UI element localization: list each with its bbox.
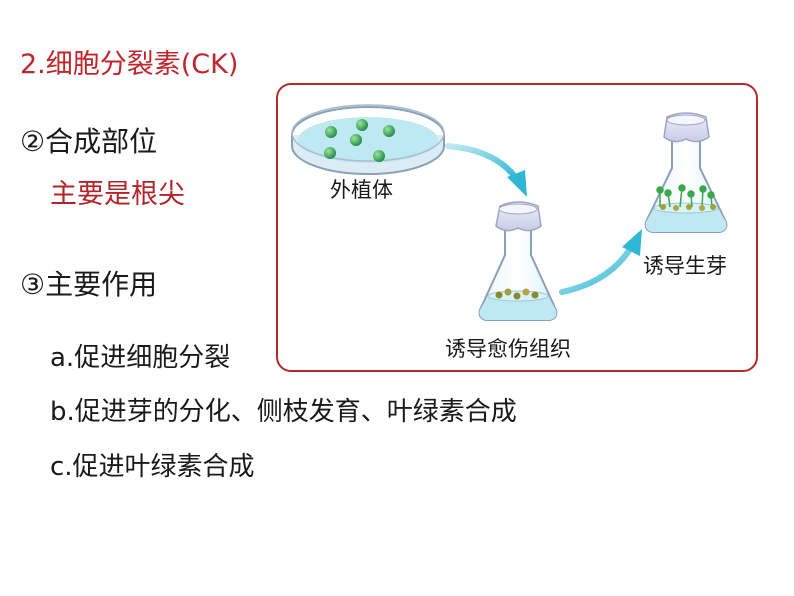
- explant-pieces-icon: [324, 119, 395, 162]
- section-title: 2.细胞分裂素(CK): [20, 49, 239, 80]
- arrow-icon: [559, 229, 642, 295]
- diagram-frame: [276, 83, 758, 372]
- arrow-icon: [445, 143, 527, 197]
- callus-clumps-icon: [495, 288, 539, 300]
- stage-label-shoot: 诱导生芽: [643, 254, 727, 278]
- function-item-a: a.促进细胞分裂: [50, 343, 231, 373]
- petri-dish-icon: [291, 104, 445, 175]
- main-functions-heading: ③主要作用: [20, 268, 158, 301]
- stage-label-explant: 外植体: [330, 178, 393, 202]
- function-item-b: b.促进芽的分化、侧枝发育、叶绿素合成: [50, 397, 517, 427]
- synthesis-site-answer: 主要是根尖: [50, 179, 185, 210]
- callus-flask-icon: [478, 201, 558, 321]
- shoot-flask-icon: [644, 112, 728, 233]
- synthesis-site-heading: ②合成部位: [20, 125, 158, 158]
- function-item-c: c.促进叶绿素合成: [50, 452, 255, 482]
- stage-label-callus: 诱导愈伤组织: [445, 337, 571, 361]
- shoots-icon: [656, 184, 716, 211]
